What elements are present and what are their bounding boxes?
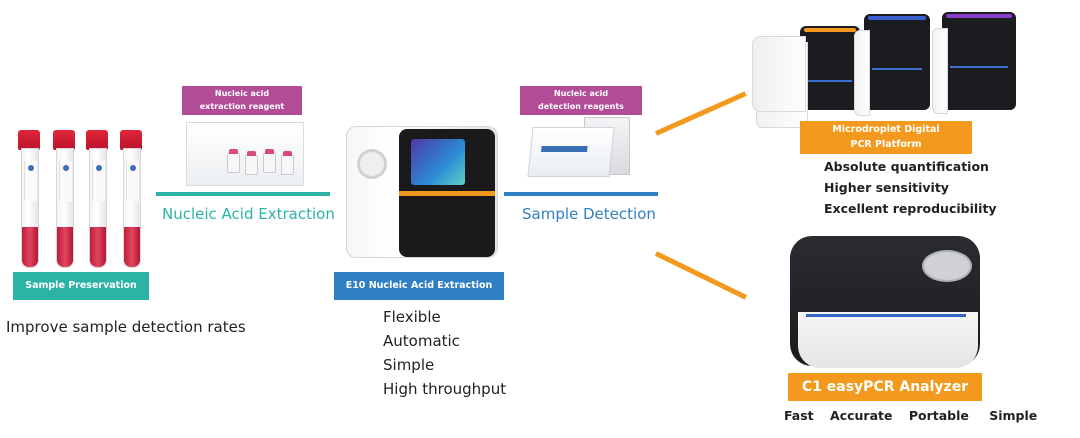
c1-feature-item: Simple [989, 408, 1038, 423]
detection-flow-line [504, 192, 658, 196]
detection-flow-label: Sample Detection [522, 205, 656, 223]
extraction-reagent-tag-line2: extraction reagent [199, 102, 285, 111]
c1-feature-row: Fast Accurate Portable Simple [784, 408, 1037, 423]
c1-analyzer-base [798, 312, 978, 368]
reagent-vial [281, 151, 294, 175]
reagent-vial [263, 149, 276, 173]
branch-line-to-c1 [654, 251, 747, 300]
dpcr-side-panel [752, 36, 806, 112]
e10-front-panel [399, 129, 495, 257]
e10-system-tag: E10 Nucleic Acid Extraction System [334, 272, 504, 319]
e10-feature-list: Flexible Automatic Simple High throughpu… [383, 305, 506, 401]
dpcr-feature-item: Higher sensitivity [824, 180, 949, 195]
dpcr-platform-tag: Microdroplet Digital PCR Platform [800, 121, 972, 154]
e10-extraction-system-image [346, 126, 498, 258]
sample-caption: Improve sample detection rates [6, 318, 246, 336]
e10-vent [357, 149, 387, 179]
e10-orange-stripe [399, 191, 495, 196]
sample-tube [18, 130, 40, 270]
extraction-reagent-tag: Nucleic acid extraction reagent [182, 86, 302, 115]
c1-feature-item: Portable [908, 408, 969, 423]
dpcr-feature-list: Absolute quantification Higher sensitivi… [824, 156, 997, 219]
e10-feature-item: Automatic [383, 332, 460, 350]
c1-dial [922, 250, 972, 282]
detection-reagent-tag-line1: Nucleic acid [553, 89, 609, 98]
extraction-reagent-kit-image [186, 122, 304, 186]
extraction-flow-label: Nucleic Acid Extraction [162, 205, 335, 223]
c1-blue-stripe [806, 314, 966, 317]
dpcr-feature-item: Excellent reproducibility [824, 201, 997, 216]
c1-feature-item: Fast [784, 408, 814, 423]
dpcr-unit [854, 14, 930, 116]
e10-touchscreen [411, 139, 465, 185]
c1-feature-item: Accurate [830, 408, 893, 423]
sample-tube [86, 130, 108, 270]
dpcr-platform-tag-line2: PCR Platform [850, 139, 922, 150]
extraction-reagent-tag-line1: Nucleic acid [214, 89, 270, 98]
e10-feature-item: High throughput [383, 380, 507, 398]
reagent-vial [245, 151, 258, 175]
sample-tube [53, 130, 75, 270]
branch-line-to-dpcr [654, 91, 747, 136]
e10-feature-item: Simple [383, 356, 435, 374]
sample-preservation-tag: Sample Preservation Solution [13, 272, 149, 319]
reagent-vial [227, 149, 240, 173]
dpcr-unit [932, 12, 1016, 114]
detection-reagent-tag-line2: detection reagents [538, 102, 624, 111]
extraction-flow-line [156, 192, 330, 196]
dpcr-platform-tag-line1: Microdroplet Digital [832, 124, 940, 135]
e10-feature-item: Flexible [383, 308, 441, 326]
dpcr-feature-item: Absolute quantification [824, 159, 989, 174]
c1-analyzer-tag: C1 easyPCR Analyzer [788, 373, 982, 401]
sample-tube [120, 130, 142, 270]
detection-reagent-tag: Nucleic acid detection reagents [520, 86, 642, 115]
dpcr-unit [756, 26, 860, 128]
detection-reagent-box [527, 127, 615, 177]
